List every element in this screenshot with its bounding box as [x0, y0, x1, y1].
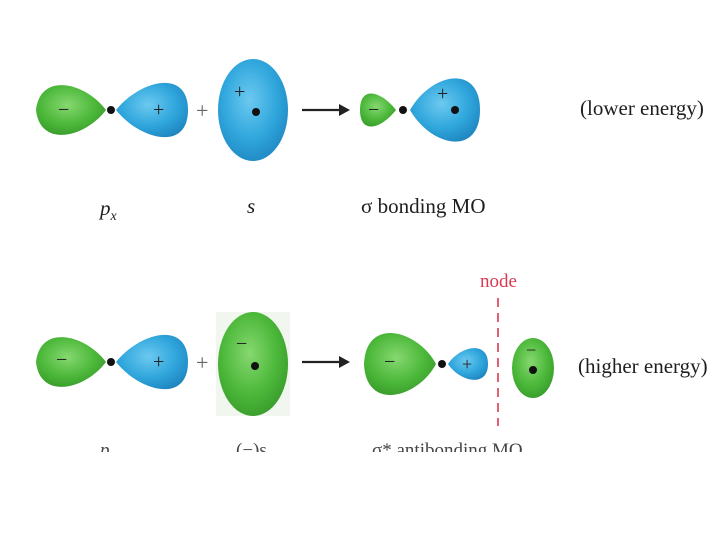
s-sign-top: +	[234, 81, 245, 103]
antibonding-small-lobe	[448, 348, 488, 380]
antibonding-mid-sign: +	[462, 354, 472, 374]
label-px-bottom-p: p	[100, 440, 110, 452]
px-nucleus-top	[107, 106, 115, 114]
s-sign-bottom: −	[236, 333, 247, 355]
arrow-head-bottom	[339, 356, 350, 368]
bonding-small-lobe	[360, 93, 396, 127]
energy-label-top: (lower energy)	[580, 96, 704, 120]
antibonding-nucleus-left	[438, 360, 446, 368]
label-bonding-mo: σ bonding MO	[361, 194, 486, 218]
px-right-sign-bottom: +	[153, 351, 164, 373]
label-px-top-p: p	[100, 196, 111, 220]
label-px-bottom: px	[100, 440, 115, 452]
bonding-left-sign: −	[368, 99, 379, 121]
antibonding-right-sign: −	[526, 340, 536, 360]
label-s-bottom: (−)s	[236, 440, 267, 452]
plus-operator-bottom: +	[196, 350, 208, 375]
bonding-large-lobe	[410, 78, 480, 142]
energy-label-bottom: (higher energy)	[578, 354, 708, 378]
s-nucleus-bottom	[251, 362, 259, 370]
bonding-nucleus-left	[399, 106, 407, 114]
label-px-top-sub: x	[110, 209, 117, 225]
node-label: node	[480, 271, 517, 292]
label-antibonding-mo: σ* antibonding MO	[372, 440, 523, 452]
bonding-right-sign: +	[437, 83, 448, 105]
px-nucleus-bottom	[107, 358, 115, 366]
plus-operator-top: +	[196, 98, 208, 123]
antibonding-nucleus-right	[529, 366, 537, 374]
bonding-nucleus-right	[451, 106, 459, 114]
px-negative-lobe-top	[36, 85, 106, 135]
px-positive-lobe-top	[116, 82, 188, 138]
px-left-sign-bottom: −	[56, 349, 67, 371]
antibonding-large-lobe	[364, 333, 436, 395]
px-negative-lobe-bottom	[36, 337, 106, 387]
label-s-top: s	[247, 194, 256, 218]
label-px-bottom-sub: x	[110, 449, 116, 452]
px-right-sign-top: +	[153, 99, 164, 121]
label-px-top: px	[100, 196, 117, 225]
antibonding-left-sign: −	[384, 351, 395, 373]
px-left-sign-top: −	[58, 99, 69, 121]
px-positive-lobe-bottom	[116, 334, 188, 390]
arrow-head-top	[339, 104, 350, 116]
s-nucleus-top	[252, 108, 260, 116]
